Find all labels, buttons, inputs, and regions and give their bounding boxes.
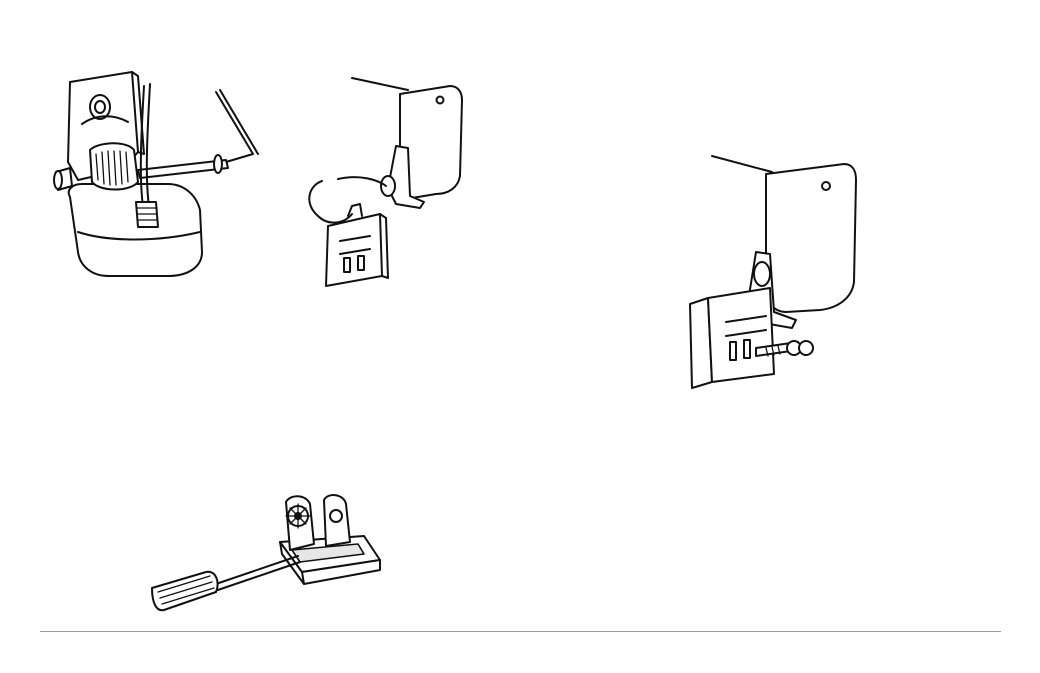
footer-rule — [40, 631, 1001, 632]
screwdriver-ratchet-bracket-illustration — [150, 492, 385, 617]
transducer-bracket-alignment-illustration — [300, 76, 475, 291]
transducer-with-allen-wrench-illustration — [48, 62, 268, 287]
transducer-bolt-assembly-illustration — [686, 152, 866, 392]
